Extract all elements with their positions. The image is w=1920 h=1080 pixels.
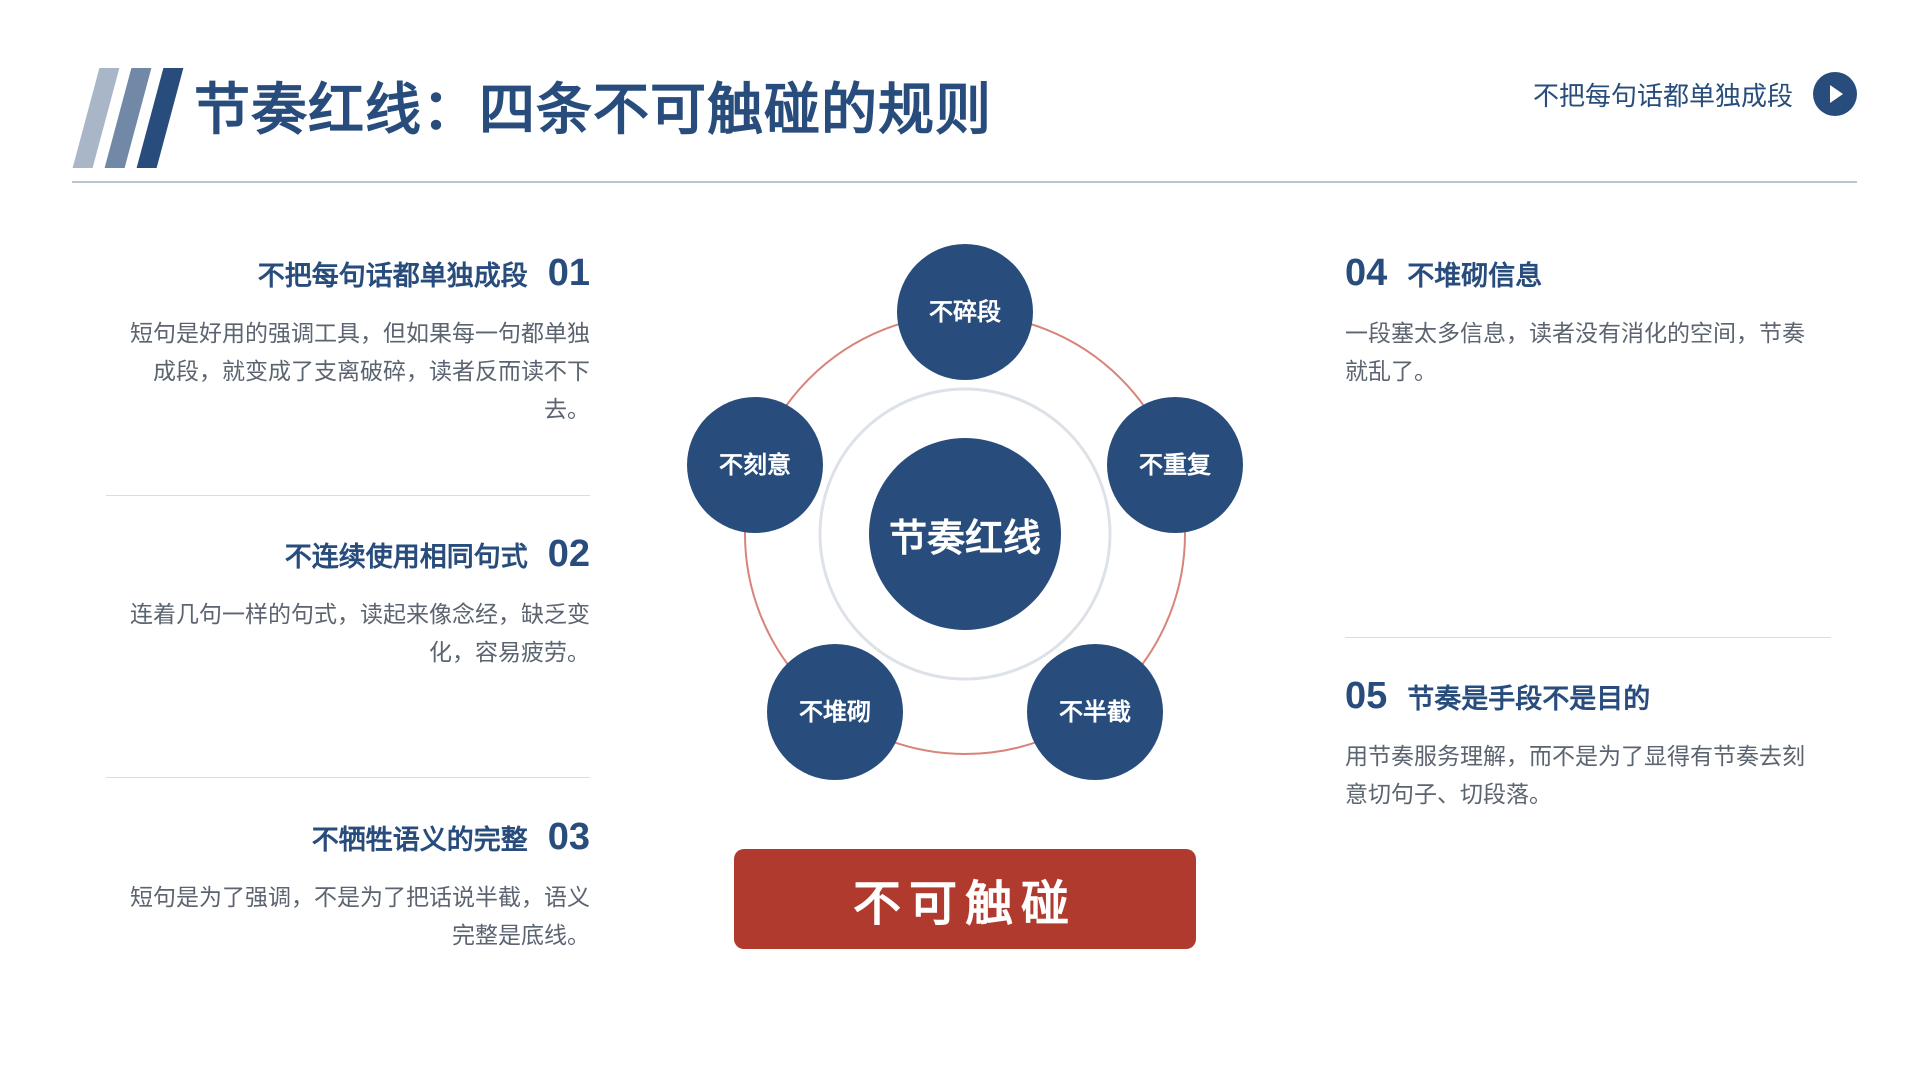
rule-description: 用节奏服务理解，而不是为了显得有节奏去刻意切句子、切段落。 <box>1345 744 1805 808</box>
redline-diagram: 节奏红线 不碎段 不重复 不半截 不堆砌 不刻意 <box>680 236 1250 796</box>
rule-title: 不连续使用相同句式 <box>284 542 528 573</box>
slash-stripes-decoration <box>72 68 184 168</box>
rule-number: 02 <box>547 533 590 575</box>
nav-link[interactable]: 不把每句话都单独成段 <box>1533 72 1857 116</box>
header-divider <box>72 181 1857 183</box>
play-icon[interactable] <box>1813 72 1857 116</box>
rule-item-01: 不把每句话都单独成段 01 短句是好用的强调工具，但如果每一句都单独成段，就变成… <box>110 252 590 429</box>
rule-title: 节奏是手段不是目的 <box>1407 684 1651 715</box>
diagram-center: 节奏红线 <box>869 438 1061 630</box>
node-no-deliberate: 不刻意 <box>687 397 823 533</box>
inner-ring <box>818 387 1112 681</box>
rule-item-03: 不牺牲语义的完整 03 短句是为了强调，不是为了把话说半截，语义完整是底线。 <box>110 816 590 955</box>
page-title: 节奏红线：四条不可触碰的规则 <box>194 78 992 143</box>
rule-title: 不牺牲语义的完整 <box>311 825 528 856</box>
rule-item-02: 不连续使用相同句式 02 连着几句一样的句式，读起来像念经，缺乏变化，容易疲劳。 <box>110 533 590 672</box>
node-no-pile: 不堆砌 <box>767 644 903 780</box>
rule-description: 连着几句一样的句式，读起来像念经，缺乏变化，容易疲劳。 <box>130 602 590 666</box>
rule-title: 不把每句话都单独成段 <box>257 261 528 292</box>
rule-item-04: 04 不堆砌信息 一段塞太多信息，读者没有消化的空间，节奏就乱了。 <box>1345 252 1825 391</box>
left-divider-1 <box>106 495 590 496</box>
rule-description: 短句是为了强调，不是为了把话说半截，语义完整是底线。 <box>130 885 590 949</box>
rule-description: 短句是好用的强调工具，但如果每一句都单独成段，就变成了支离破碎，读者反而读不下去… <box>130 321 590 423</box>
rule-number: 04 <box>1345 252 1388 294</box>
rule-number: 01 <box>547 252 590 294</box>
node-no-repeat: 不重复 <box>1107 397 1243 533</box>
rule-description: 一段塞太多信息，读者没有消化的空间，节奏就乱了。 <box>1345 321 1805 385</box>
node-no-fragment: 不碎段 <box>897 244 1033 380</box>
nav-label[interactable]: 不把每句话都单独成段 <box>1532 81 1793 112</box>
node-no-half: 不半截 <box>1027 644 1163 780</box>
rule-number: 05 <box>1345 675 1388 717</box>
left-divider-2 <box>106 777 590 778</box>
rule-number: 03 <box>547 816 590 858</box>
rule-title: 不堆砌信息 <box>1407 261 1543 292</box>
right-divider <box>1345 637 1831 638</box>
rule-item-05: 05 节奏是手段不是目的 用节奏服务理解，而不是为了显得有节奏去刻意切句子、切段… <box>1345 675 1825 814</box>
untouchable-banner: 不可触碰 <box>734 849 1196 949</box>
